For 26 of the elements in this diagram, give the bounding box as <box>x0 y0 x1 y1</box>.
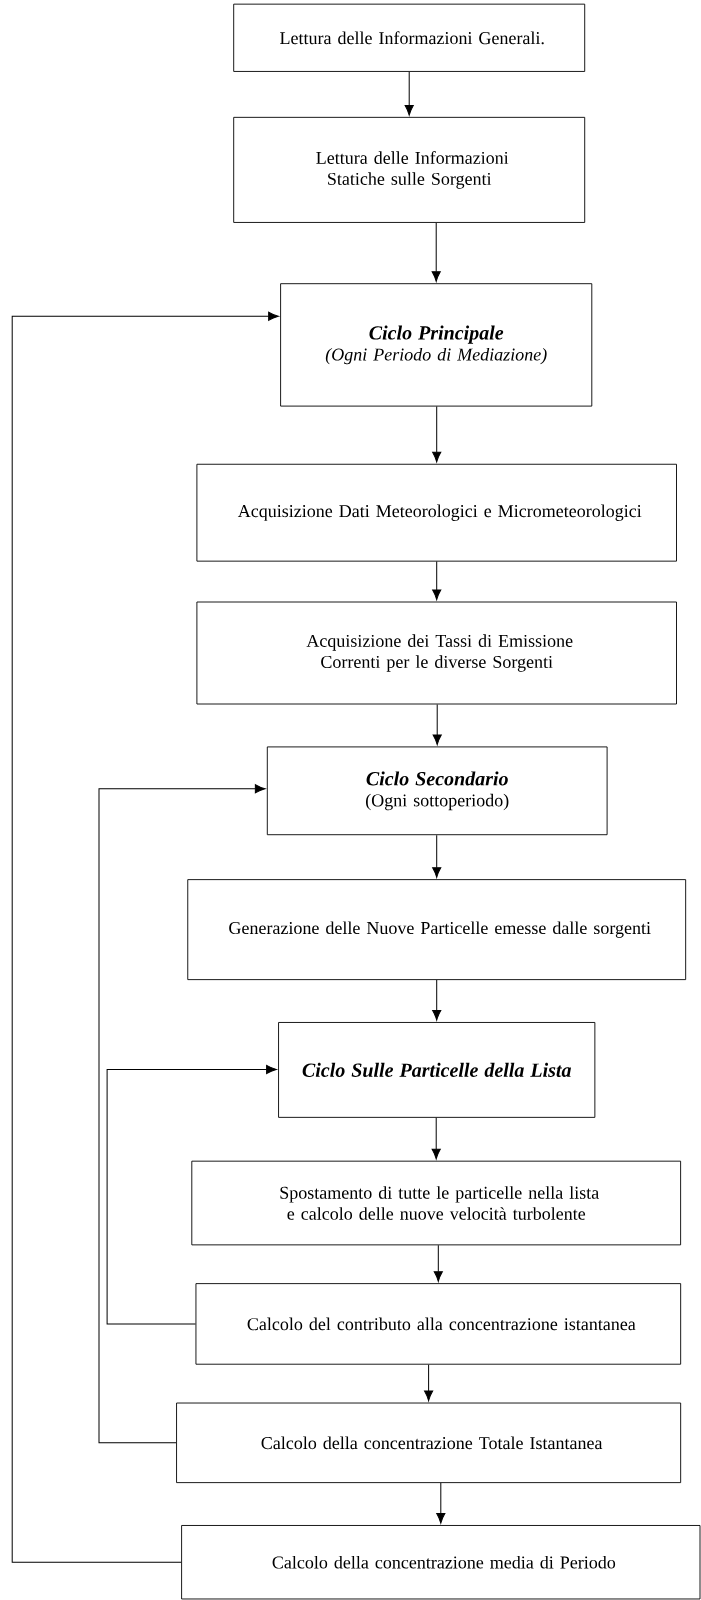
arrow <box>433 1244 443 1282</box>
arrow <box>432 406 442 463</box>
arrow <box>106 1064 277 1325</box>
arrow <box>431 1117 441 1160</box>
process-box: Calcolo del contributo alla concentrazione istantanea <box>195 1283 682 1365</box>
arrow <box>431 222 441 282</box>
process-box: Calcolo della concentrazione media di Periodo <box>181 1525 701 1600</box>
arrow <box>432 979 442 1021</box>
process-box: Calcolo della concentrazione Totale Istantanea <box>176 1402 682 1484</box>
process-box: Ciclo Principale (Ogni Periodo di Mediazione) <box>280 283 593 407</box>
arrow <box>432 834 442 878</box>
process-box: Lettura delle Informazioni Generali. <box>233 3 586 72</box>
process-box: Ciclo Sulle Particelle della Lista <box>278 1022 596 1118</box>
process-box: Ciclo Secondario (Ogni sottoperiodo) <box>266 746 608 836</box>
arrow <box>11 311 279 1563</box>
arrow <box>404 71 414 116</box>
arrow <box>432 561 442 601</box>
arrow <box>436 1482 446 1524</box>
arrow <box>432 703 442 746</box>
process-box: Generazione delle Nuove Particelle emesse dalle sorgenti <box>187 879 687 981</box>
arrow <box>424 1364 434 1402</box>
process-box: Acquisizione dei Tassi di Emissione Correnti per le diverse Sorgenti <box>196 601 677 705</box>
process-box: Spostamento di tutte le particelle nella lista e calcolo delle nuove velocità turbolente <box>191 1160 682 1246</box>
process-box: Lettura delle Informazioni Statiche sulle Sorgenti <box>233 116 586 223</box>
arrow <box>98 784 266 1444</box>
process-box: Acquisizione Dati Meteorologici e Micrometeorologici <box>196 463 677 562</box>
